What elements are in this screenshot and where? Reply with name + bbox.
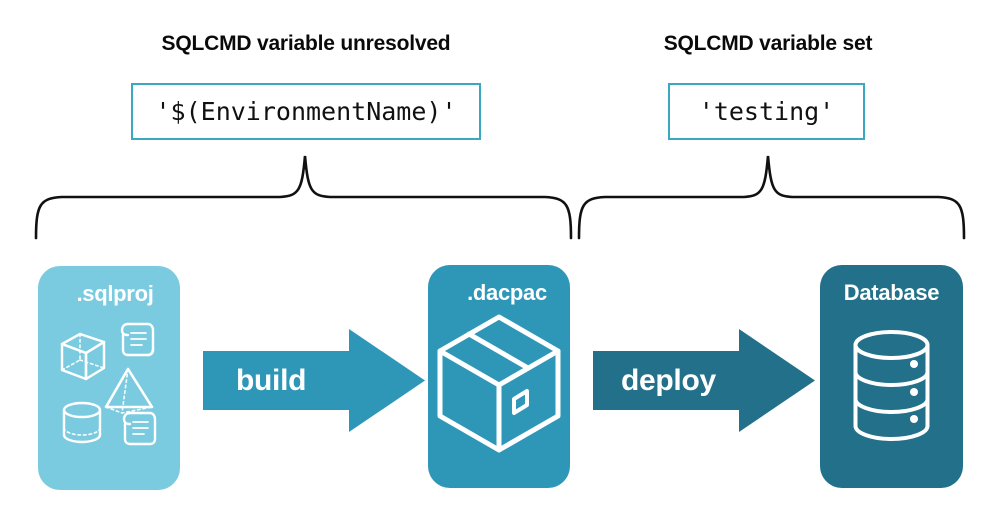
package-box-icon (428, 311, 570, 456)
stage-box-database-label: Database (843, 280, 940, 305)
stage-box-sqlproj-label: .sqlproj (76, 281, 154, 306)
arrow-build-label: build (236, 363, 307, 397)
label-sqlcmd-variable-set: SQLCMD variable set (663, 32, 873, 55)
arrow-deploy: deploy (593, 329, 815, 432)
label-sqlcmd-variable-unresolved: SQLCMD variable unresolved (161, 32, 451, 55)
project-shapes-icon (38, 314, 180, 454)
brace-left-icon (34, 155, 573, 240)
stage-box-sqlproj[interactable]: .sqlproj (38, 266, 180, 490)
arrow-deploy-label: deploy (621, 363, 716, 397)
value-box-environment-name: '$(EnvironmentName)' (131, 83, 481, 140)
arrow-deploy-icon (593, 329, 815, 432)
stage-box-dacpac-label: .dacpac (467, 280, 547, 305)
stage-box-dacpac[interactable]: .dacpac (428, 265, 570, 488)
arrow-build: build (203, 329, 425, 432)
brace-right-icon (577, 155, 966, 240)
stage-box-database[interactable]: Database (820, 265, 963, 488)
value-box-testing: 'testing' (668, 83, 865, 140)
database-cylinder-icon (820, 323, 963, 448)
arrow-build-icon (203, 329, 425, 432)
